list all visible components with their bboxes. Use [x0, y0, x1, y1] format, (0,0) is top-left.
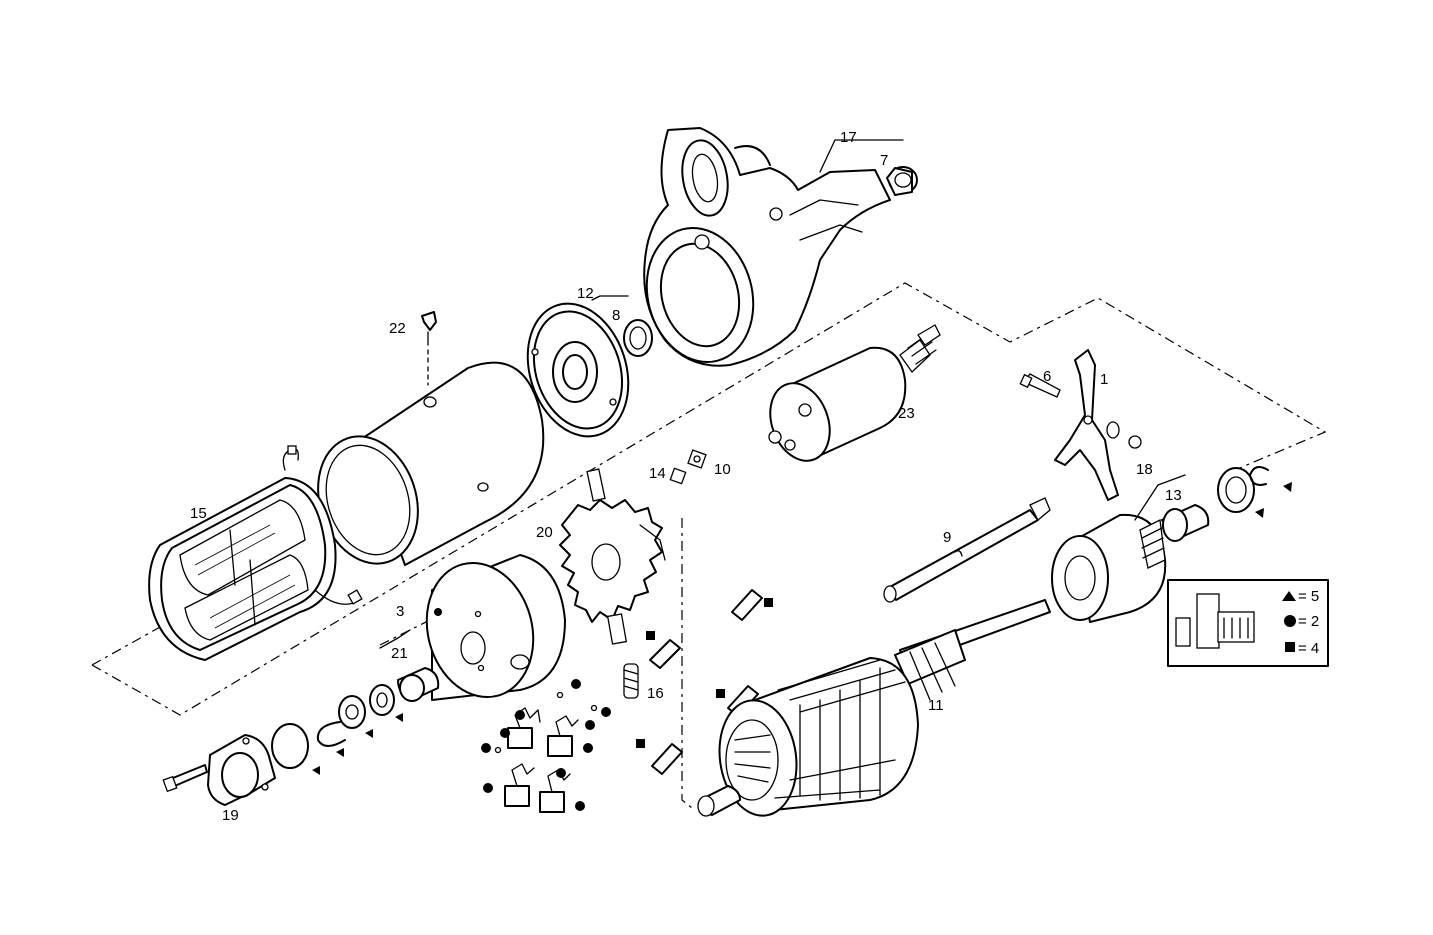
label-part-23: 23	[898, 405, 915, 422]
legend-bushing-icon	[1196, 593, 1220, 649]
label-part-21: 21	[391, 645, 408, 662]
pinion-drive	[1051, 465, 1292, 623]
part-number-labels: 1 3 6 7 8 9 10 11 12 13 14 15 16 17 18 1…	[190, 129, 1182, 824]
brush-end-housing	[379, 554, 566, 701]
label-part-6: 6	[1043, 368, 1051, 385]
washers-and-circlips	[271, 684, 403, 775]
armature	[697, 599, 1051, 817]
label-part-20: 20	[536, 524, 553, 541]
pole-housing	[317, 361, 545, 566]
assembly-boundary-lines	[91, 282, 1327, 809]
legend-triangle-count: = 5	[1298, 588, 1319, 605]
label-part-10: 10	[714, 461, 731, 478]
label-part-11: 11	[928, 697, 944, 714]
legend-square-icon	[1285, 642, 1295, 652]
legend-triangle-icon	[1282, 591, 1296, 601]
label-part-8: 8	[612, 307, 620, 324]
label-part-14: 14	[649, 465, 666, 482]
label-part-12: 12	[577, 285, 594, 302]
label-part-16: 16	[647, 685, 664, 702]
spacer-21	[397, 667, 440, 702]
brush-set	[481, 679, 611, 813]
label-part-9: 9	[943, 529, 951, 546]
legend-circle-count: = 2	[1298, 613, 1319, 630]
legend-brush-icon	[1175, 617, 1191, 647]
solenoid-switch	[768, 324, 941, 462]
drive-end-housing	[643, 127, 918, 367]
legend-square-count: = 4	[1298, 640, 1319, 657]
end-cover-19	[162, 734, 276, 806]
engagement-lever	[1019, 349, 1142, 501]
screw-22	[421, 311, 437, 386]
label-part-17: 17	[840, 129, 857, 146]
label-part-22: 22	[389, 320, 406, 337]
label-part-1: 1	[1100, 371, 1108, 388]
lever-shaft	[883, 497, 1051, 603]
label-part-18: 18	[1136, 461, 1153, 478]
label-part-3: 3	[396, 603, 404, 620]
field-coil-assembly	[148, 445, 363, 661]
label-part-13: 13	[1165, 487, 1182, 504]
legend-box: = 5 = 2 = 4	[1167, 579, 1329, 667]
brush-holder-plate	[559, 468, 666, 645]
brush-spring	[623, 663, 639, 699]
legend-circle-icon	[1284, 615, 1296, 627]
commutator-end-plate	[526, 295, 653, 438]
label-part-19: 19	[222, 807, 239, 824]
label-part-15: 15	[190, 505, 207, 522]
label-part-7: 7	[880, 152, 888, 169]
small-nuts	[669, 449, 707, 485]
